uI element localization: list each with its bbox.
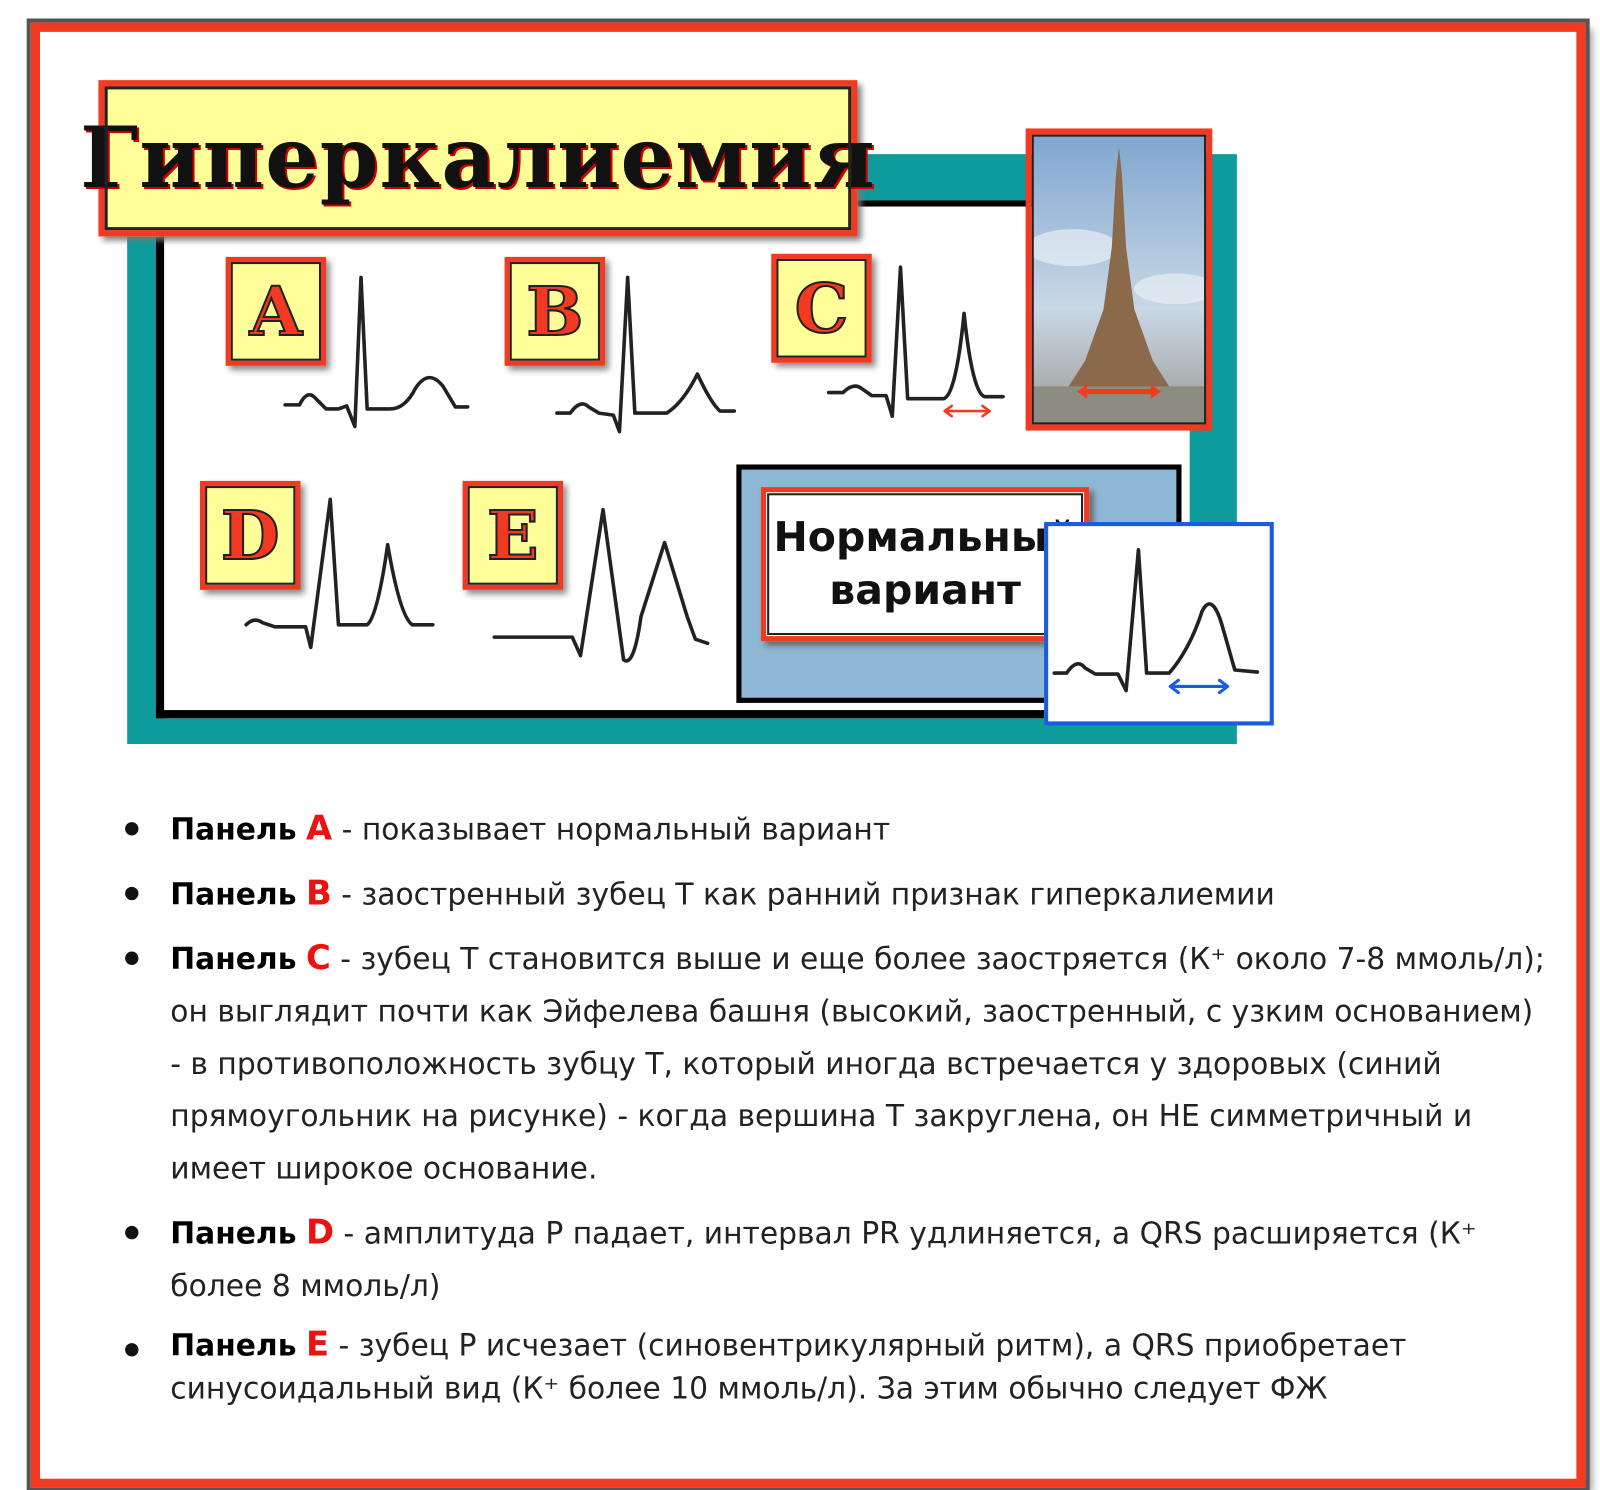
bullet-label: Панель (170, 876, 297, 912)
ecg-trace-e (492, 507, 710, 663)
bullet-label: Панель (170, 1215, 297, 1251)
ecg-trace-b (555, 275, 737, 434)
bullet-text: - амплитуда Р падает, интервал PR удлиня… (170, 1215, 1477, 1303)
blue-double-arrow-icon (1168, 678, 1230, 695)
bullet-text: - показывает нормальный вариант (332, 811, 891, 847)
bullet-letter: E (305, 1323, 330, 1364)
bullet-label: Панель (170, 941, 297, 977)
bullet-letter: A (305, 807, 333, 848)
eiffel-tower-photo (1025, 128, 1213, 431)
ecg-trace-d (244, 497, 435, 650)
bullet-letter: B (305, 872, 332, 913)
bullet-panel-e: Панель E - зубец Р исчезает (синовентрик… (121, 1323, 1547, 1410)
panel-label-b: B (504, 256, 606, 366)
panel-label-d: D (199, 480, 301, 590)
bullet-label: Панель (170, 1327, 297, 1363)
panel-label-e: E (462, 480, 564, 590)
normal-variant-line2: вариант (829, 567, 1021, 615)
bullet-text: - зубец Р исчезает (синовентрикулярный р… (170, 1327, 1407, 1406)
bullet-text: - заостренный зубец Т как ранний признак… (331, 876, 1275, 912)
blue-normal-ecg-box (1044, 522, 1274, 726)
panel-label-a: A (225, 256, 327, 366)
page-title: Гиперкалиемия (80, 108, 876, 208)
bullet-panel-a: Панель A - показывает нормальный вариант (121, 802, 1547, 856)
bullet-letter: D (305, 1211, 335, 1252)
bullet-label: Панель (170, 811, 297, 847)
title-box: Гиперкалиемия (80, 80, 875, 237)
ecg-trace-normal (1052, 547, 1260, 693)
ecg-trace-a (283, 275, 470, 429)
ecg-traces (244, 265, 1260, 695)
bullet-letter: C (305, 937, 331, 978)
bullet-panel-b: Панель B - заостренный зубец Т как ранни… (121, 866, 1547, 920)
bullet-text: - зубец Т становится выше и еще более за… (170, 941, 1545, 1186)
bullet-list: Панель A - показывает нормальный вариант… (121, 802, 1547, 1421)
bullet-panel-d: Панель D - амплитуда Р падает, интервал … (121, 1205, 1547, 1312)
ecg-trace-c (826, 265, 1005, 418)
red-double-arrow-icon (943, 404, 991, 418)
panel-label-c: C (771, 253, 872, 363)
normal-variant-label: Нормальный вариант (760, 487, 1090, 642)
bullet-panel-c: Панель C - зубец Т становится выше и еще… (121, 931, 1547, 1195)
normal-variant-line1: Нормальный (773, 513, 1077, 562)
